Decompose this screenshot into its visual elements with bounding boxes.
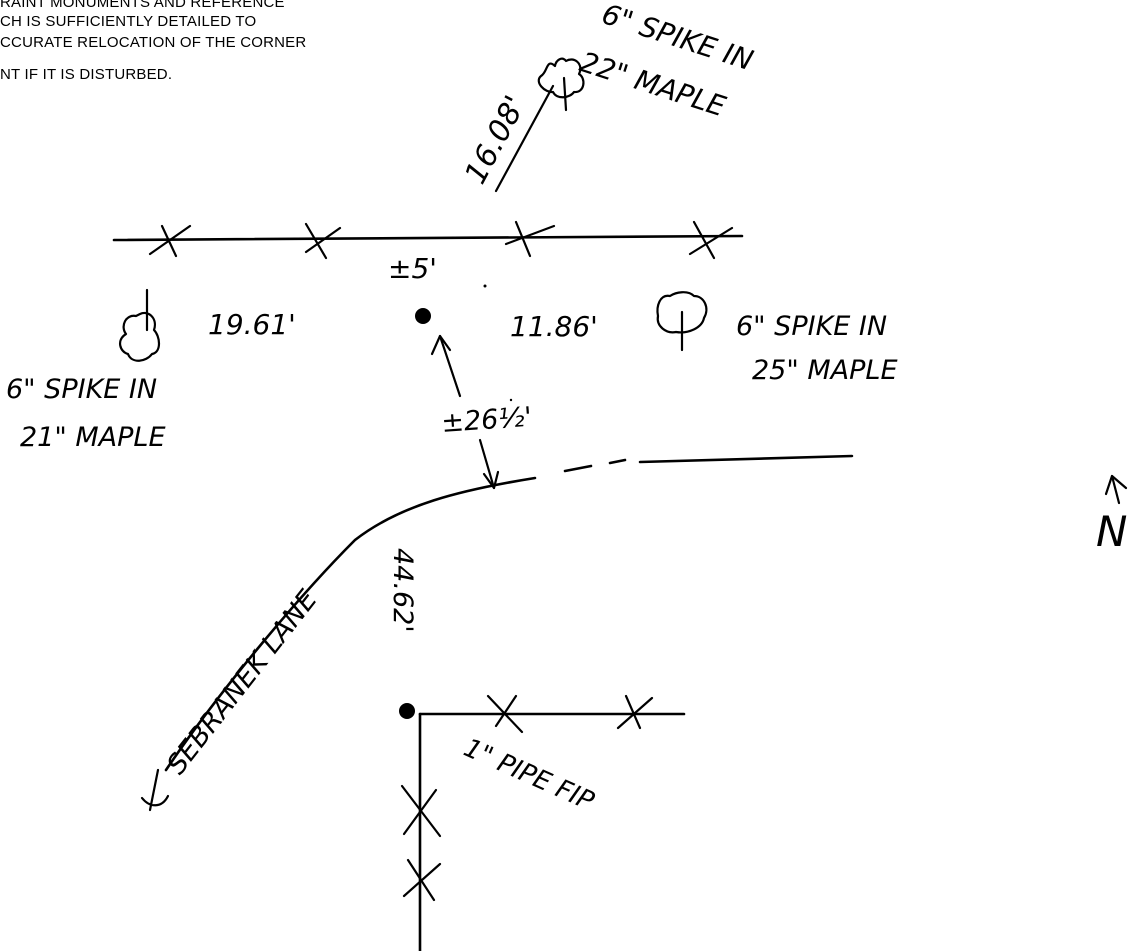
speck <box>509 398 513 402</box>
label-found-monument: 1" PIPE FIP <box>459 733 598 817</box>
distance-arrow-road <box>430 334 500 490</box>
label-tie-east: 11.86' <box>510 310 598 343</box>
speck <box>483 284 487 288</box>
road-centerline <box>140 454 854 812</box>
corner-monument <box>415 308 431 324</box>
fence-line-south <box>418 694 686 734</box>
label-tie-north: 16.08' <box>458 90 533 190</box>
note-line: CCURATE RELOCATION OF THE CORNER <box>0 34 307 51</box>
label-north-letter: N <box>1096 507 1127 556</box>
label-tie-south: 44.62' <box>387 548 418 633</box>
label-ref-west-line2: 21" MAPLE <box>20 422 166 453</box>
fence-line-north <box>112 220 744 260</box>
north-arrow <box>1104 474 1128 505</box>
label-ref-east-line2: 25" MAPLE <box>752 355 898 386</box>
tie-line-north <box>494 84 555 193</box>
label-tie-west: 19.61' <box>208 308 296 341</box>
label-road-name: SEBRANEK LANE <box>161 584 324 780</box>
label-offset-road: ±26½' <box>440 402 533 439</box>
pipe-monument <box>399 703 415 719</box>
note-line: CH IS SUFFICIENTLY DETAILED TO <box>0 13 257 30</box>
label-ref-west-line1: 6" SPIKE IN <box>6 374 157 405</box>
fence-line-west <box>400 712 442 951</box>
note-line: NT IF IT IS DISTURBED. <box>0 66 173 83</box>
maple-tree-west <box>119 288 161 362</box>
maple-tree-north <box>537 57 585 112</box>
note-line: RAINT MONUMENTS AND REFERENCE <box>0 0 285 11</box>
label-offset-fence: ±5' <box>388 252 437 285</box>
label-ref-east-line1: 6" SPIKE IN <box>736 311 887 342</box>
maple-tree-east <box>656 291 708 352</box>
